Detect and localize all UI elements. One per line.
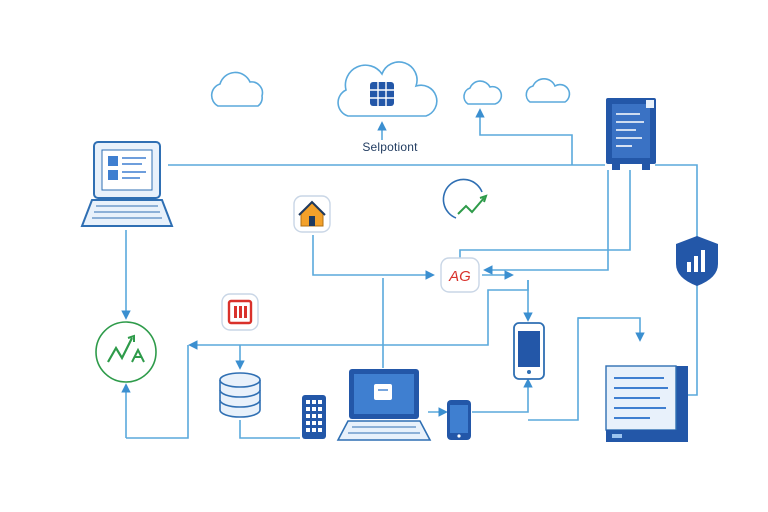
connector-document-to-shield xyxy=(655,164,698,238)
red-app-icon xyxy=(221,293,259,331)
server-grid-icon xyxy=(370,82,394,106)
cloud-icon xyxy=(210,71,264,107)
connector-document-to-ag xyxy=(459,170,631,258)
cloud-icon xyxy=(525,78,571,103)
server-monitor-icon xyxy=(605,365,688,442)
connector-home-to-ag xyxy=(312,235,435,280)
smartphone-icon xyxy=(447,400,471,440)
connector-phone-right-up xyxy=(472,378,533,413)
connector-growth-loop xyxy=(126,345,189,439)
cloud-icon xyxy=(463,80,503,105)
shield-chart-icon xyxy=(676,236,718,286)
connector-to-right-cloud xyxy=(475,108,573,165)
connections xyxy=(121,108,698,439)
trend-chart-icon xyxy=(442,178,488,219)
smartphone-icon xyxy=(513,322,545,380)
laptop-icon xyxy=(336,369,432,441)
ag-badge-icon: AG xyxy=(440,257,480,293)
connector-phone-to-db xyxy=(188,280,529,350)
caption-label: Selpotiont xyxy=(362,140,418,154)
connector-shield-to-server xyxy=(688,285,698,396)
ag-badge-label: AG xyxy=(448,268,471,285)
home-icon xyxy=(293,195,331,233)
keypad-phone-icon xyxy=(302,395,326,439)
database-icon xyxy=(219,372,261,418)
laptop-icon xyxy=(80,141,174,227)
connector-db-bottom xyxy=(239,420,300,439)
growth-chart-icon xyxy=(95,321,157,383)
document-icon xyxy=(606,98,656,170)
connector-document-to-midrow xyxy=(483,170,609,275)
